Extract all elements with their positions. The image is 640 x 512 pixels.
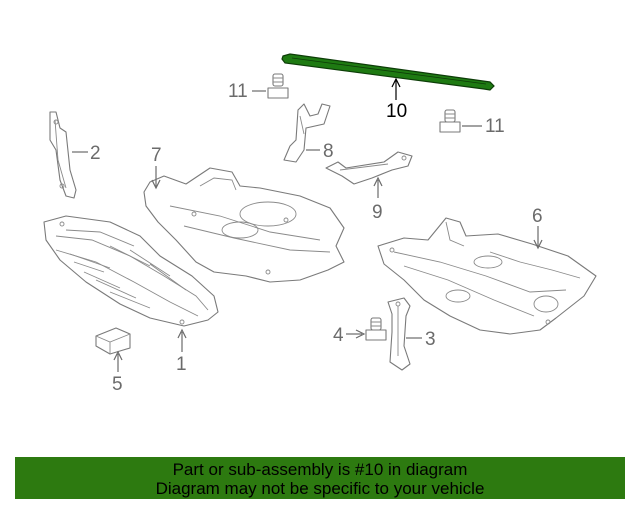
arrow-7: [151, 179, 161, 190]
callout-11-left: 11: [228, 81, 248, 102]
part-6-rear-cover[interactable]: [377, 217, 597, 335]
diagram-notice-banner: Part or sub-assembly is #10 in diagram D…: [15, 457, 625, 499]
callout-4: 4: [333, 325, 344, 346]
callout-1: 1: [176, 354, 187, 375]
banner-line-1: Part or sub-assembly is #10 in diagram: [172, 460, 468, 479]
callout-6: 6: [532, 206, 543, 227]
callout-3: 3: [425, 329, 436, 350]
part-4-bolt[interactable]: [365, 317, 387, 341]
part-11-bolt-left[interactable]: [267, 73, 289, 99]
callout-9: 9: [372, 202, 383, 223]
arrow-9: [373, 176, 383, 187]
callout-7: 7: [151, 145, 162, 166]
callout-5: 5: [112, 374, 123, 395]
callout-2: 2: [90, 143, 101, 164]
part-2-bracket[interactable]: [49, 111, 77, 199]
part-10-bar[interactable]: [281, 53, 495, 91]
part-8-bracket[interactable]: [283, 103, 331, 163]
arrow-10: [391, 77, 401, 88]
arrow-4: [355, 329, 366, 339]
part-11-bolt-right[interactable]: [439, 109, 461, 133]
part-3-stay[interactable]: [387, 297, 411, 371]
part-1-front-cover[interactable]: [43, 215, 219, 327]
callout-8: 8: [323, 141, 334, 162]
banner-line-2: Diagram may not be specific to your vehi…: [155, 479, 485, 498]
callout-10: 10: [386, 101, 407, 122]
part-5-block[interactable]: [95, 327, 131, 355]
parts-diagram: 10 11 11 2 8 9: [43, 53, 597, 395]
arrow-1: [177, 328, 187, 339]
part-9-bracket[interactable]: [325, 151, 413, 185]
callout-11-right: 11: [485, 116, 505, 137]
arrow-5: [113, 350, 123, 361]
part-7-center-cover[interactable]: [143, 167, 345, 283]
arrow-6: [533, 239, 543, 250]
